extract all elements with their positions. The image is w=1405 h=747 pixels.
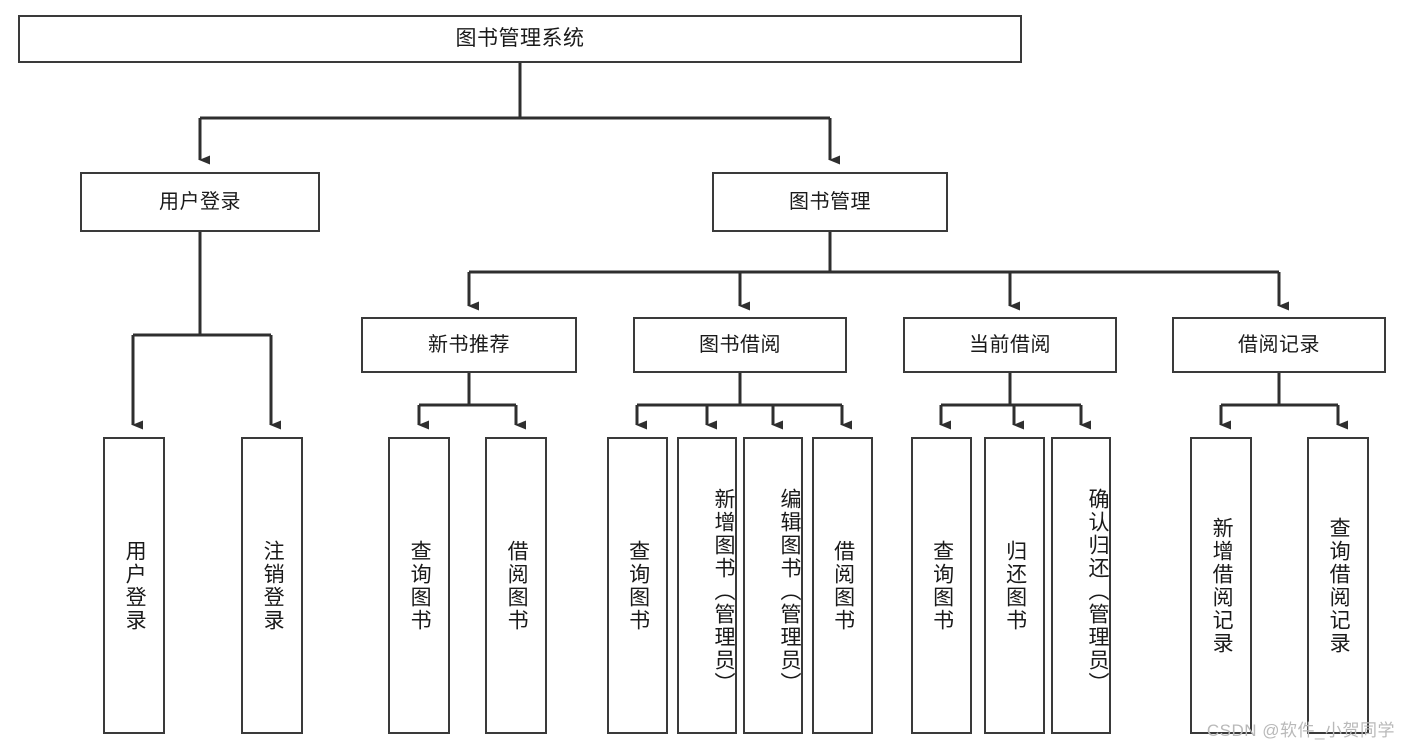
node-label: 归还图书 [1003,539,1027,632]
node-leaf-borrow-books-new[interactable]: 借阅图书 [485,437,547,734]
node-level3-borrow-records[interactable]: 借阅记录 [1172,317,1386,373]
node-label: 借阅图书 [505,539,529,632]
node-leaf-edit-book-admin[interactable]: 编辑图书（管理员） [743,437,803,734]
node-leaf-add-borrow-record[interactable]: 新增借阅记录 [1190,437,1252,734]
node-level3-book-borrow[interactable]: 图书借阅 [633,317,847,373]
node-leaf-borrow-book[interactable]: 借阅图书 [812,437,873,734]
node-label: 新增图书（管理员） [712,488,735,695]
node-label: 图书管理 [789,190,871,213]
node-label: 借阅图书 [831,539,855,632]
node-leaf-user-login[interactable]: 用户登录 [103,437,165,734]
node-label: 新增借阅记录 [1210,516,1234,655]
node-level3-current-borrow[interactable]: 当前借阅 [903,317,1117,373]
node-label: 查询图书 [408,539,432,632]
node-label: 新书推荐 [428,333,510,356]
node-label: 查询图书 [626,539,650,632]
node-leaf-return-book[interactable]: 归还图书 [984,437,1045,734]
node-leaf-confirm-return-admin[interactable]: 确认归还（管理员） [1051,437,1111,734]
node-level3-new-book-recommend[interactable]: 新书推荐 [361,317,577,373]
node-level2-book-management[interactable]: 图书管理 [712,172,948,232]
node-label: 图书借阅 [699,333,781,356]
node-leaf-query-borrow-record[interactable]: 查询借阅记录 [1307,437,1369,734]
node-label: 用户登录 [123,539,147,632]
node-label: 当前借阅 [969,333,1051,356]
node-label: 查询借阅记录 [1327,516,1351,655]
node-level2-user-login[interactable]: 用户登录 [80,172,320,232]
node-label: 借阅记录 [1238,333,1320,356]
node-leaf-query-books-new[interactable]: 查询图书 [388,437,450,734]
node-root-label: 图书管理系统 [455,26,585,50]
node-leaf-logout[interactable]: 注销登录 [241,437,303,734]
node-label: 编辑图书（管理员） [778,488,801,695]
node-label: 注销登录 [261,539,285,632]
node-leaf-add-book-admin[interactable]: 新增图书（管理员） [677,437,737,734]
node-label: 查询图书 [930,539,954,632]
node-label: 用户登录 [159,190,241,213]
node-root[interactable]: 图书管理系统 [18,15,1022,63]
node-leaf-query-books-borrow[interactable]: 查询图书 [607,437,668,734]
node-leaf-query-books-current[interactable]: 查询图书 [911,437,972,734]
node-label: 确认归还（管理员） [1086,488,1109,695]
